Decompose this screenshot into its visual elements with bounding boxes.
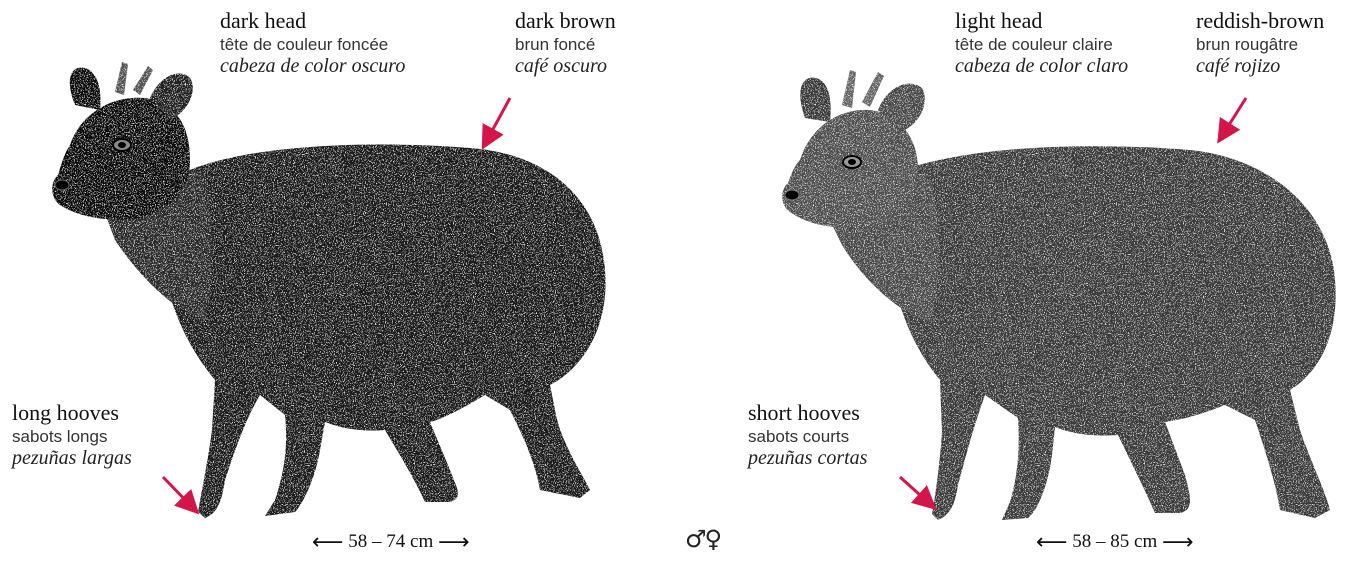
right-hooves-label: short hooves sabots courts pezuñas corta…	[748, 400, 867, 471]
label-french: tête de couleur foncée	[220, 35, 405, 55]
label-spanish: café oscuro	[515, 55, 616, 79]
label-english: dark brown	[515, 8, 616, 34]
arrow-right-icon: ⟶	[438, 530, 470, 555]
left-hoof-pointer-arrow	[163, 477, 193, 508]
label-english: short hooves	[748, 400, 867, 426]
label-english: light head	[955, 8, 1128, 34]
left-head-label: dark head tête de couleur foncée cabeza …	[220, 8, 405, 79]
label-english: long hooves	[12, 400, 132, 426]
arrow-left-icon: ⟵	[1036, 530, 1068, 555]
size-value: 58 – 85 cm	[1072, 531, 1157, 552]
right-head-label: light head tête de couleur claire cabeza…	[955, 8, 1128, 79]
right-size-measurement: ⟵ 58 – 85 cm ⟶	[1036, 528, 1194, 553]
size-value: 58 – 74 cm	[348, 531, 433, 552]
label-spanish: cabeza de color claro	[955, 55, 1128, 79]
right-coat-label: reddish-brown brun rougâtre café rojizo	[1196, 8, 1324, 79]
left-hooves-label: long hooves sabots longs pezuñas largas	[12, 400, 132, 471]
left-coat-pointer-arrow	[486, 98, 510, 142]
right-coat-pointer-arrow	[1222, 98, 1246, 136]
label-french: brun rougâtre	[1196, 35, 1324, 55]
left-coat-label: dark brown brun foncé café oscuro	[515, 8, 616, 79]
label-spanish: cabeza de color oscuro	[220, 55, 405, 79]
label-spanish: pezuñas cortas	[748, 447, 867, 471]
label-french: sabots courts	[748, 427, 867, 447]
arrow-left-icon: ⟵	[312, 530, 344, 555]
label-french: sabots longs	[12, 427, 132, 447]
label-french: brun foncé	[515, 35, 616, 55]
label-french: tête de couleur claire	[955, 35, 1128, 55]
label-spanish: café rojizo	[1196, 55, 1324, 79]
label-spanish: pezuñas largas	[12, 447, 132, 471]
arrow-right-icon: ⟶	[1162, 530, 1194, 555]
label-english: reddish-brown	[1196, 8, 1324, 34]
left-size-measurement: ⟵ 58 – 74 cm ⟶	[312, 528, 470, 553]
right-hoof-pointer-arrow	[900, 477, 930, 504]
male-female-symbols: ♂♀	[685, 525, 720, 553]
label-english: dark head	[220, 8, 405, 34]
